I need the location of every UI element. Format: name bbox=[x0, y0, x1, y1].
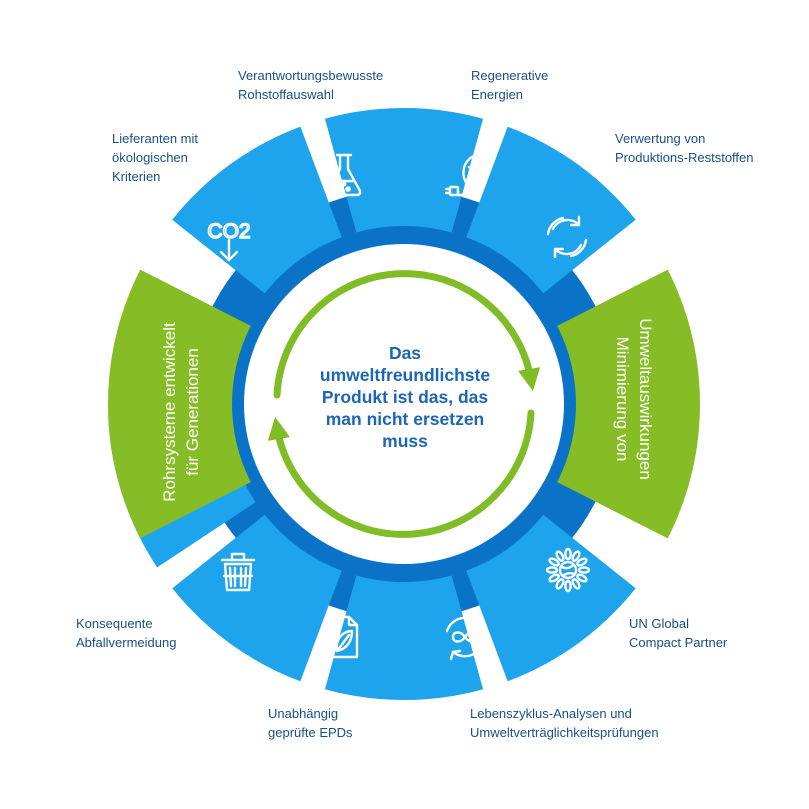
label-un-global: UN Global Compact Partner bbox=[629, 614, 727, 652]
infinity-cycle-icon bbox=[445, 613, 485, 661]
segments-group bbox=[108, 108, 700, 701]
label-line: Kriterien bbox=[112, 169, 161, 184]
label-line: Regenerative bbox=[471, 68, 549, 83]
globe-leaf-shape bbox=[545, 566, 559, 574]
segment-generations bbox=[108, 269, 251, 539]
globe-leaf-shape bbox=[576, 557, 588, 567]
leaf-document-icon bbox=[327, 615, 359, 659]
cycle-arrow-top bbox=[273, 270, 541, 399]
center-line: man nicht ersetzen bbox=[325, 409, 485, 429]
globe-leaf-shape bbox=[555, 550, 565, 562]
label-line: Abfallvermeidung bbox=[76, 635, 177, 650]
label-line: Konsequente bbox=[76, 616, 153, 631]
segment-text-minimize-2: Umweltauswirkungen bbox=[636, 318, 655, 480]
globe-leaf-shape bbox=[577, 566, 591, 574]
label-line: Lieferanten mit bbox=[112, 131, 198, 146]
label-line: UN Global bbox=[629, 616, 689, 631]
segment-suppliers bbox=[172, 126, 342, 294]
label-waste: Konsequente Abfallvermeidung bbox=[76, 614, 176, 652]
label-line: ökologischen bbox=[112, 150, 188, 165]
center-line: umweltfreundlichste bbox=[319, 365, 491, 385]
center-line: Produkt ist das, das bbox=[321, 387, 489, 407]
label-line: Verwertung von bbox=[615, 131, 706, 146]
segment-renewable bbox=[324, 108, 484, 233]
center-disk bbox=[244, 244, 564, 564]
label-raw-materials: Verantwortungsbewusste Rohstoffauswahl bbox=[238, 66, 383, 104]
segment-lifecycle bbox=[324, 575, 484, 701]
globe-leaf-shape bbox=[548, 573, 560, 583]
label-line: Rohstoffauswahl bbox=[238, 87, 334, 102]
co2-down-icon bbox=[219, 238, 239, 262]
center-statement: Das umweltfreundlichste Produkt ist das,… bbox=[300, 342, 510, 452]
label-recycling: Verwertung von Produktions-Reststoffen bbox=[615, 129, 754, 167]
globe-leaf-shape bbox=[571, 578, 581, 590]
segment-text-generations-2: für Generationen bbox=[183, 348, 202, 476]
segment-recycling bbox=[466, 126, 636, 294]
co2-icon-text: CO2 bbox=[207, 220, 250, 243]
globe-leaf-shape bbox=[571, 550, 581, 562]
recycle-icon bbox=[546, 215, 588, 259]
center-line: Das bbox=[388, 343, 422, 363]
label-line: Lebenszyklus-Analysen und bbox=[470, 706, 632, 721]
flask-icon bbox=[326, 153, 362, 197]
segment-text-generations-1: Rohrsysteme entwickelt bbox=[160, 322, 179, 502]
center-line: muss bbox=[382, 431, 428, 451]
label-renewable: Regenerative Energien bbox=[471, 66, 548, 104]
label-epd: Unabhängig geprüfte EPDs bbox=[268, 704, 353, 742]
globe-leaves-icon bbox=[545, 547, 591, 593]
label-line: Verantwortungsbewusste bbox=[238, 68, 384, 83]
globe-leaf-shape bbox=[564, 579, 572, 593]
segment-epd bbox=[172, 514, 342, 682]
label-line: Compact Partner bbox=[629, 635, 728, 650]
label-line: Unabhängig bbox=[268, 706, 339, 721]
label-lifecycle: Lebenszyklus-Analysen und Umweltverträgl… bbox=[470, 704, 659, 742]
segment-minimize-impact bbox=[557, 269, 700, 539]
label-line: Energien bbox=[471, 87, 524, 102]
label-suppliers: Lieferanten mit ökologischen Kriterien bbox=[112, 129, 198, 186]
globe-leaf-shape bbox=[555, 578, 565, 590]
globe-leaf-shape bbox=[548, 557, 560, 567]
label-line: geprüfte EPDs bbox=[268, 725, 353, 740]
globe-leaf-shape bbox=[564, 547, 572, 561]
globe-leaf-shape bbox=[576, 573, 588, 583]
label-line: Produktions-Reststoffen bbox=[615, 150, 754, 165]
trash-can-icon bbox=[220, 552, 256, 592]
cycle-arrow-bottom bbox=[267, 409, 535, 538]
segment-un-global bbox=[466, 514, 636, 682]
label-line: Umweltverträglichkeitsprüfungen bbox=[470, 725, 659, 740]
leaf-plug-icon bbox=[444, 153, 484, 197]
segment-text-minimize-1: Minimierung von bbox=[613, 337, 632, 462]
